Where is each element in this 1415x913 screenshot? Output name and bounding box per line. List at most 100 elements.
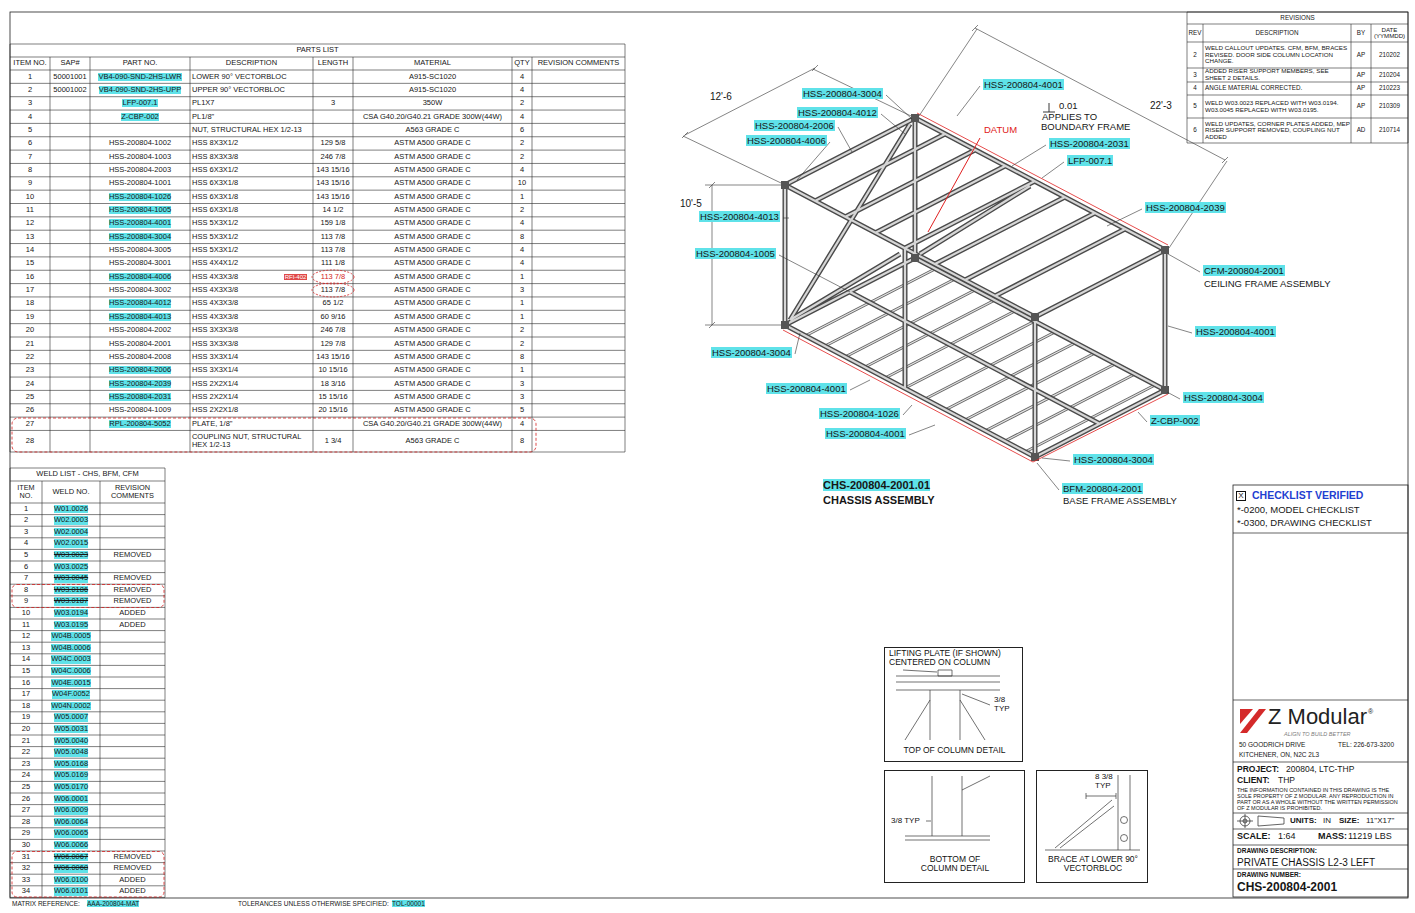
text-cell: W05.0031	[42, 723, 100, 735]
text-cell: 18 3/16	[313, 377, 353, 390]
text-cell: W06.0067	[42, 851, 100, 863]
text-cell: PROJECT:	[1237, 765, 1279, 774]
text-cell: 6	[512, 123, 532, 136]
text-cell: AP	[1351, 95, 1371, 118]
node-text: BOTTOM OF COLUMN DETAIL	[921, 854, 989, 873]
dimension-lines	[682, 25, 1228, 328]
table-rule	[10, 283, 625, 284]
text-cell: HSS-200804-2039	[1145, 203, 1226, 213]
text-cell: 15 15/16	[313, 390, 353, 403]
label-text: ASTM A500 GRADE C	[394, 299, 470, 307]
label-text: W02.0015	[54, 539, 88, 547]
logo-mark	[1240, 709, 1266, 733]
label-text: 4	[24, 539, 28, 547]
label-text: W06.0065	[54, 829, 88, 837]
label-text: HSS-200804-3004	[802, 88, 883, 99]
text-cell: W05.0170	[42, 781, 100, 793]
text-cell: 30	[10, 839, 42, 851]
text-cell: 200804, LTC-THP	[1286, 765, 1354, 774]
text-cell: W06.0066	[42, 839, 100, 851]
label-text: HSS-200804-4001	[1195, 326, 1276, 337]
text-cell: 5	[10, 123, 50, 136]
text-cell: ASTM A500 GRADE C	[353, 270, 512, 283]
text-cell: 60 9/16	[313, 310, 353, 323]
text-cell: VB4-090-SND-2HS-LWR	[90, 70, 190, 83]
text-cell: 18	[10, 297, 50, 310]
text-cell: HSS-200804-4012	[90, 297, 190, 310]
text-cell: 8	[10, 163, 50, 176]
text-cell: 25	[10, 390, 50, 403]
table-rule	[10, 310, 625, 311]
label-text: 1:64	[1278, 831, 1296, 841]
label-text: HSS-200804-3004	[109, 233, 171, 241]
label-text: 10	[518, 179, 526, 187]
table-rule	[10, 781, 165, 782]
label-text: ASTM A500 GRADE C	[394, 166, 470, 174]
text-cell: Z-CBP-002	[1150, 416, 1200, 426]
text-cell: 16	[10, 270, 50, 283]
label-text: HSS-200804-3004	[711, 347, 792, 358]
table-rule	[1187, 24, 1408, 25]
text-cell: TOL-00001	[392, 900, 425, 907]
label-text: ADDED	[119, 621, 145, 629]
text-cell: ALIGN TO BUILD BETTER	[1284, 731, 1351, 737]
label-text: 3	[24, 528, 28, 536]
label-text: 21	[26, 340, 34, 348]
text-cell: ASTM A500 GRADE C	[353, 324, 512, 337]
label-text: 22	[26, 353, 34, 361]
label-text: 11"X17"	[1366, 816, 1394, 825]
label-text: X	[1238, 492, 1243, 500]
text-cell: 143 15/16	[313, 163, 353, 176]
text-cell: 210204	[1371, 68, 1408, 82]
text-cell: 10	[10, 190, 50, 203]
label-text: COUPLING NUT, STRUCTURAL HEX 1/2-13	[192, 433, 313, 449]
text-cell: 3	[512, 377, 532, 390]
label-text: LFP-007.1	[122, 99, 157, 107]
label-text: HSS-200804-2001	[109, 340, 171, 348]
label-text: 246 7/8	[320, 153, 345, 161]
label-text: 10	[26, 193, 34, 201]
callout-leaders	[779, 86, 1200, 490]
table-rule	[10, 296, 625, 297]
text-cell: KITCHENER, ON, N2C 2L3	[1239, 751, 1319, 758]
label-text: 113 7/8	[321, 246, 345, 254]
label-text: HSS-200804-2006	[754, 120, 835, 131]
text-cell: 11"X17"	[1366, 817, 1394, 826]
text-cell: TEL: 226-673-3200	[1338, 741, 1394, 748]
label-text: 210309	[1379, 103, 1400, 110]
text-cell: ADDED	[100, 874, 165, 886]
text-cell: W06.0101	[42, 886, 100, 898]
label-text: HSS-200804-4013	[699, 211, 780, 222]
text-cell: ADDED RISER SUPPORT MEMBERS, SEE SHEET 2…	[1203, 68, 1351, 82]
label-text: 4	[520, 113, 524, 121]
node-text: 8 3/8 TYP	[1095, 772, 1113, 790]
label-text: W06.0064	[54, 818, 88, 826]
label-text: ADDED	[119, 876, 145, 884]
text-cell: HSS 5X3X1/2	[190, 230, 313, 243]
text-cell: 14 1/2	[313, 204, 353, 217]
text-cell: 1	[512, 270, 532, 283]
text-cell: 22'-3	[1150, 100, 1172, 111]
label-text: REVISIONS	[1280, 15, 1314, 22]
text-cell: HSS-200804-1001	[90, 177, 190, 190]
text-cell: ASTM A500 GRADE C	[353, 177, 512, 190]
label-text: 4	[28, 113, 32, 121]
detail-note: BRACE AT LOWER 90° VECTORBLOC	[1048, 855, 1138, 874]
label-text: PL1X7	[192, 99, 215, 107]
text-cell: ®	[1368, 708, 1373, 716]
text-cell: HSS-200804-4013	[90, 310, 190, 323]
node-text: 3/8 TYP	[994, 695, 1010, 713]
label-text: AP	[1357, 103, 1365, 110]
label-text: Z Modular	[1268, 704, 1367, 729]
text-cell: ASTM A500 GRADE C	[353, 377, 512, 390]
label-text: 16	[26, 273, 34, 281]
text-cell: RFI-402	[281, 272, 310, 281]
label-text: HSS-200804-2039	[109, 380, 171, 388]
table-rule	[10, 350, 625, 351]
text-cell: 1	[512, 310, 532, 323]
label-text: W05.0048	[54, 748, 88, 756]
title-block-rules	[1233, 533, 1408, 869]
text-cell: SAP#	[50, 57, 90, 70]
label-text: HSS 4X3X3/8	[192, 286, 238, 294]
label-text: 25	[22, 783, 30, 791]
